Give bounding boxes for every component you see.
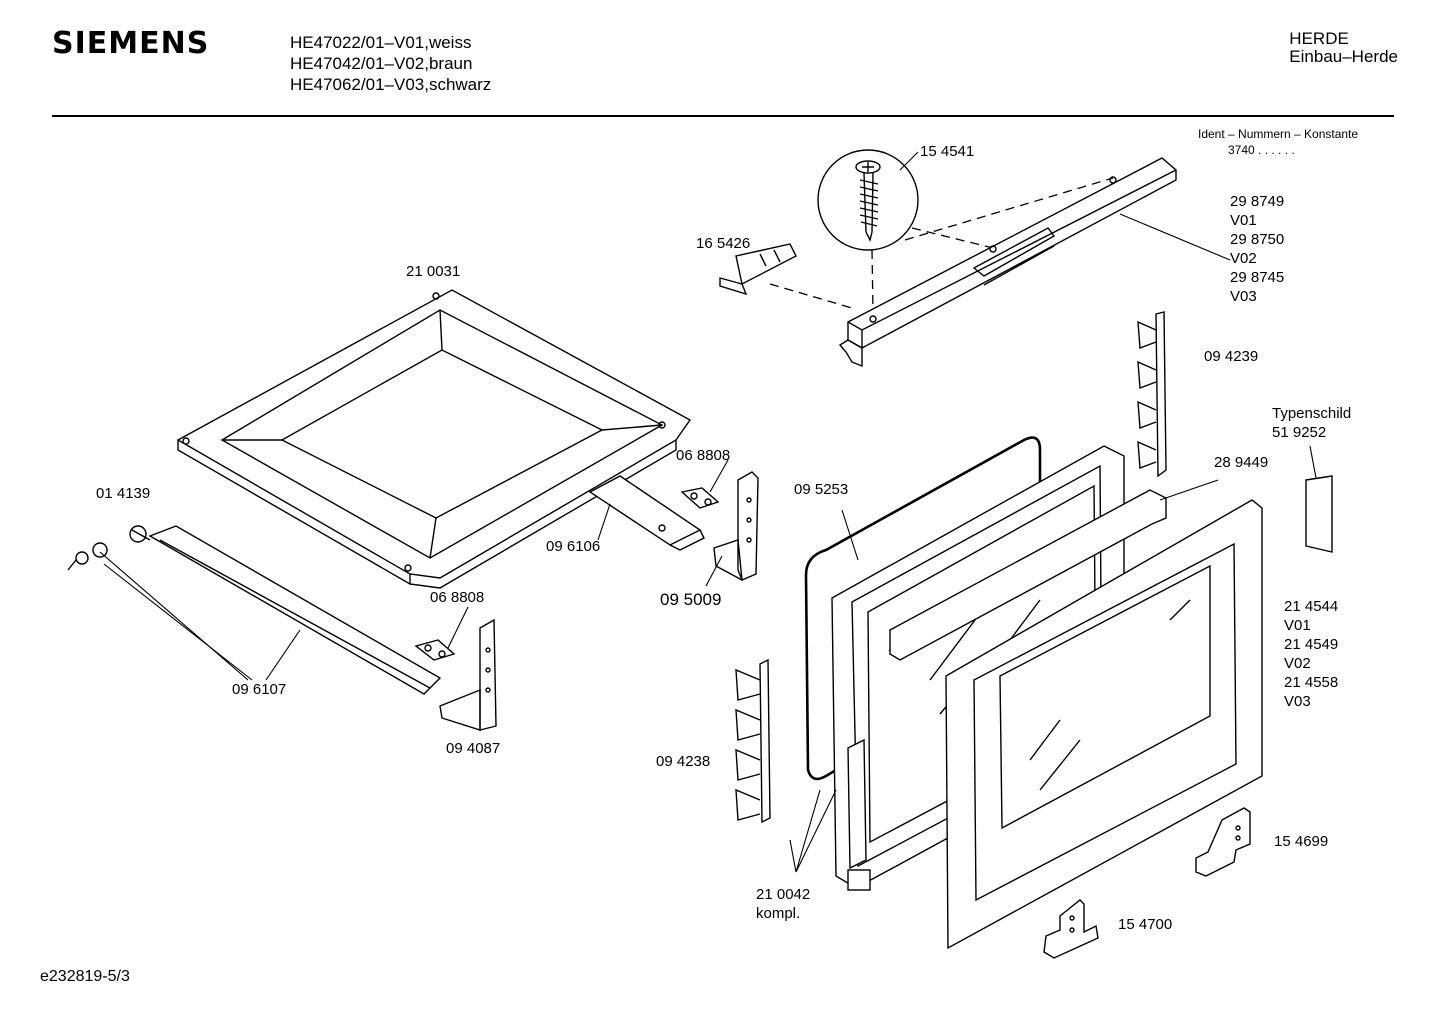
category-block: HERDE Einbau–Herde xyxy=(1289,30,1398,66)
hinge-lower xyxy=(1043,899,1099,959)
part-label: 09 4087 xyxy=(446,740,501,757)
ceiling-panel xyxy=(176,289,692,589)
part-label: 09 6106 xyxy=(546,538,601,555)
part-label: 15 4699 xyxy=(1274,833,1329,850)
type-plate xyxy=(1305,475,1333,553)
part-label: 09 4238 xyxy=(656,753,711,770)
screw-detail xyxy=(817,149,1114,313)
part-label: 28 9449 xyxy=(1214,454,1269,471)
ident-value: 3740 . . . . . . xyxy=(1228,143,1295,157)
variant-label: V03 xyxy=(1284,693,1311,710)
knob xyxy=(67,542,108,571)
variant-label: V02 xyxy=(1230,250,1257,267)
part-label: 06 8808 xyxy=(430,589,485,606)
ident-label: Ident – Nummern – Konstante xyxy=(1198,127,1359,141)
part-label: 09 5009 xyxy=(660,590,722,609)
part-label: 21 0042 xyxy=(756,886,811,903)
rack-left xyxy=(735,658,771,824)
part-label: 01 4139 xyxy=(96,485,151,502)
part-label: 21 0031 xyxy=(406,263,461,280)
bracket-upper xyxy=(680,487,720,509)
part-label: 21 4549 xyxy=(1284,636,1339,653)
part-label: 21 4558 xyxy=(1284,674,1339,691)
part-label: 51 9252 xyxy=(1272,424,1327,441)
door-bar xyxy=(889,489,1167,661)
part-label: 09 6107 xyxy=(232,681,287,698)
part-label: 06 8808 xyxy=(676,447,731,464)
variant-label: V01 xyxy=(1284,617,1311,634)
door-gasket xyxy=(804,436,1042,781)
model-line: HE47062/01–V03,schwarz xyxy=(290,75,492,94)
part-label: 29 8749 xyxy=(1230,193,1285,210)
bracket-lower xyxy=(414,639,456,661)
brand-logo: SIEMENS xyxy=(52,26,210,61)
small-clip xyxy=(719,243,853,309)
part-label: 15 4700 xyxy=(1118,916,1173,933)
variant-label: V02 xyxy=(1284,655,1311,672)
model-line: HE47042/01–V02,braun xyxy=(290,54,473,73)
part-label: 15 4541 xyxy=(920,143,975,160)
rack-right xyxy=(1137,311,1167,478)
model-line: HE47022/01–V01,weiss xyxy=(290,33,472,52)
part-label: 29 8745 xyxy=(1230,269,1285,286)
part-label: Typenschild xyxy=(1272,405,1352,422)
angle-rail xyxy=(588,475,705,551)
subcategory: Einbau–Herde xyxy=(1289,47,1398,66)
hinge-upper xyxy=(1195,807,1251,877)
side-bracket-upper xyxy=(713,471,759,582)
category: HERDE xyxy=(1289,29,1349,48)
header-divider xyxy=(52,115,1394,117)
leader-lines xyxy=(99,151,1317,873)
part-label: 09 4239 xyxy=(1204,348,1259,365)
variant-label: V01 xyxy=(1230,212,1257,229)
top-rail xyxy=(838,157,1177,368)
drawing-id: e232819-5/3 xyxy=(40,968,130,985)
part-label: 29 8750 xyxy=(1230,231,1285,248)
part-label: kompl. xyxy=(756,905,801,922)
part-label: 09 5253 xyxy=(794,481,849,498)
part-label: 21 4544 xyxy=(1284,598,1339,615)
side-bracket-lower xyxy=(439,618,497,731)
outer-glass xyxy=(945,499,1263,950)
left-rail xyxy=(129,525,442,695)
variant-label: V03 xyxy=(1230,288,1257,305)
model-list: HE47022/01–V01,weiss HE47042/01–V02,brau… xyxy=(290,32,491,95)
part-label: 16 5426 xyxy=(696,235,751,252)
